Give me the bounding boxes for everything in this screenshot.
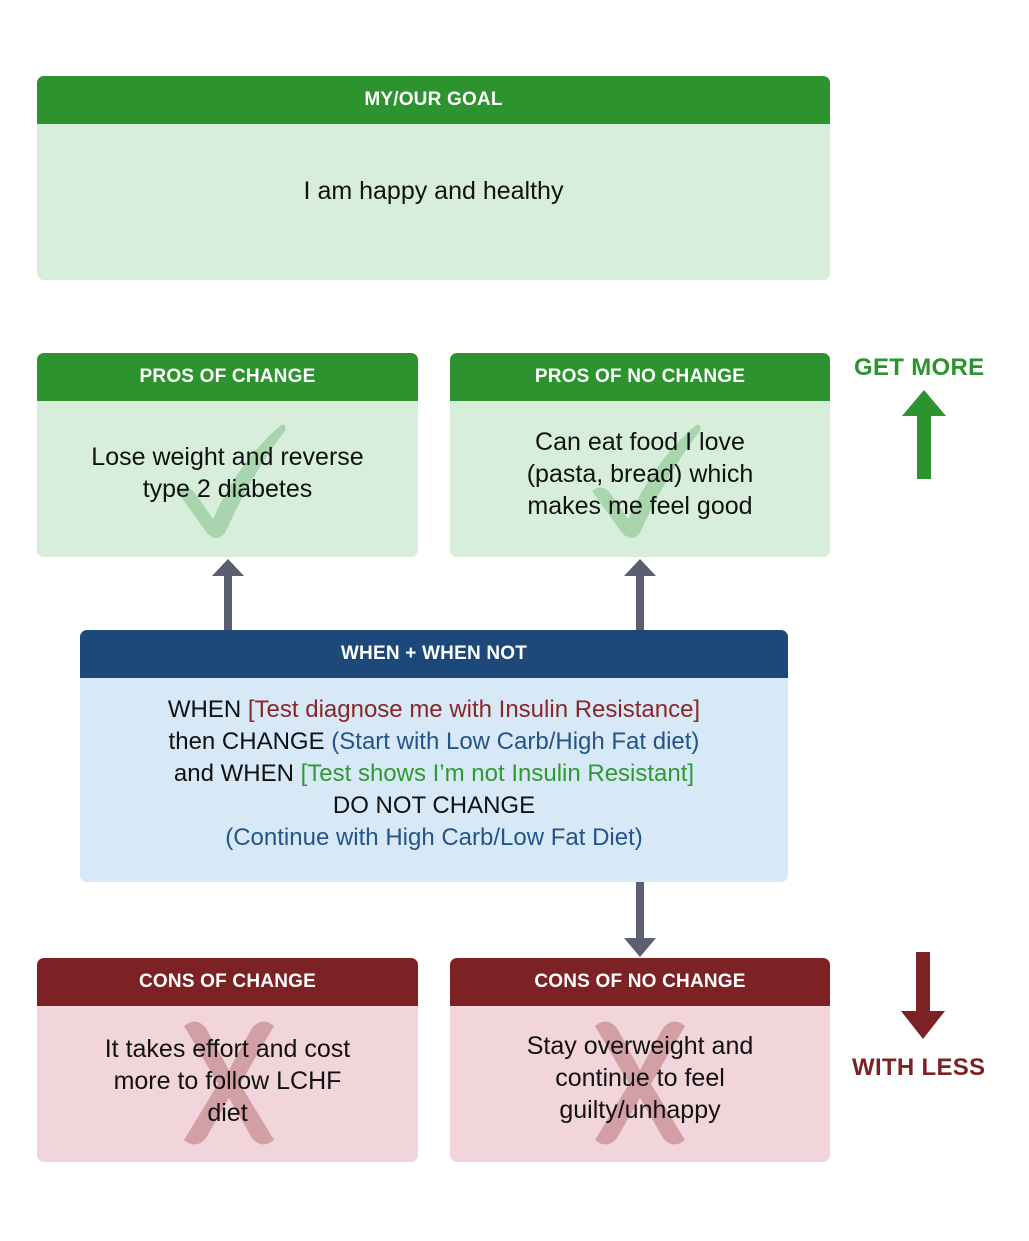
when-when-not-text: WHEN [Test diagnose me with Insulin Resi… [148, 694, 720, 854]
red-arrow-down-icon [901, 952, 945, 1039]
when-when-not-body: WHEN [Test diagnose me with Insulin Resi… [80, 678, 788, 882]
checkmark-icon [592, 424, 701, 538]
cons-of-no-change-body: Stay overweight and continue to feel gui… [450, 1006, 830, 1162]
pros-of-no-change-text: Can eat food I love (pasta, bread) which… [507, 426, 774, 522]
pros-of-no-change-header: PROS OF NO CHANGE [450, 353, 830, 401]
cons-of-change-box: CONS OF CHANGE It takes effort and cost … [37, 958, 418, 1162]
text-line: more to follow LCHF [113, 1067, 342, 1095]
when-line-4: DO NOT CHANGE [332, 792, 536, 819]
with-less-label: WITH LESS [852, 1054, 986, 1081]
goal-body: I am happy and healthy [37, 124, 830, 280]
arrow-up-to-pros-of-change [212, 559, 244, 630]
text-black: and WHEN [173, 760, 301, 787]
text-line: guilty/unhappy [559, 1096, 721, 1124]
pros-of-no-change-body: Can eat food I love (pasta, bread) which… [450, 401, 830, 557]
when-line-3: and WHEN [Test shows I’m not Insulin Res… [168, 758, 700, 790]
when-when-not-header: WHEN + WHEN NOT [80, 630, 788, 678]
text-line: makes me feel good [527, 492, 753, 520]
pros-of-no-change-box: PROS OF NO CHANGE Can eat food I love (p… [450, 353, 830, 557]
text-line: Lose weight and reverse [91, 443, 364, 471]
cons-of-no-change-box: CONS OF NO CHANGE Stay overweight and co… [450, 958, 830, 1162]
x-mark-icon [184, 1021, 274, 1145]
text-line: It takes effort and cost [104, 1035, 351, 1063]
text-line: Stay overweight and [526, 1032, 754, 1060]
when-when-not-box: WHEN + WHEN NOT WHEN [Test diagnose me w… [80, 630, 788, 882]
pros-of-change-body: Lose weight and reverse type 2 diabetes [37, 401, 418, 557]
pros-of-change-header: PROS OF CHANGE [37, 353, 418, 401]
cons-of-change-body: It takes effort and cost more to follow … [37, 1006, 418, 1162]
when-line-1: WHEN [Test diagnose me with Insulin Resi… [168, 694, 700, 726]
arrow-up-to-pros-of-no-change [624, 559, 656, 630]
text-line: Can eat food I love [535, 428, 745, 456]
text-green: [Test shows I’m not Insulin Resistant] [300, 760, 695, 787]
text-line: continue to feel [555, 1064, 725, 1092]
cons-of-change-text: It takes effort and cost more to follow … [85, 1033, 371, 1129]
arrow-down-to-cons-of-no-change [624, 882, 656, 957]
when-line-5: (Continue with High Carb/Low Fat Diet) [225, 824, 643, 851]
cons-of-no-change-header: CONS OF NO CHANGE [450, 958, 830, 1006]
text-line: (pasta, bread) which [526, 460, 754, 488]
goal-text: I am happy and healthy [303, 177, 564, 205]
pros-of-change-box: PROS OF CHANGE Lose weight and reverse t… [37, 353, 418, 557]
green-arrow-up-icon [902, 390, 946, 479]
text-red: [Test diagnose me with Insulin Resistanc… [247, 696, 701, 723]
goal-header: MY/OUR GOAL [37, 76, 830, 124]
text-black: WHEN [167, 696, 248, 723]
text-line: type 2 diabetes [142, 475, 313, 503]
goal-box: MY/OUR GOAL I am happy and healthy [37, 76, 830, 280]
cons-of-no-change-text: Stay overweight and continue to feel gui… [507, 1030, 774, 1126]
pros-of-change-text: Lose weight and reverse type 2 diabetes [71, 441, 383, 505]
text-blue: (Start with Low Carb/High Fat diet) [331, 728, 700, 755]
text-line: diet [207, 1099, 248, 1127]
when-line-2: then CHANGE (Start with Low Carb/High Fa… [168, 726, 700, 758]
cons-of-change-header: CONS OF CHANGE [37, 958, 418, 1006]
text-black: then CHANGE [168, 728, 332, 755]
get-more-label: GET MORE [854, 354, 985, 381]
checkmark-icon [177, 424, 286, 538]
x-mark-icon [595, 1021, 685, 1145]
